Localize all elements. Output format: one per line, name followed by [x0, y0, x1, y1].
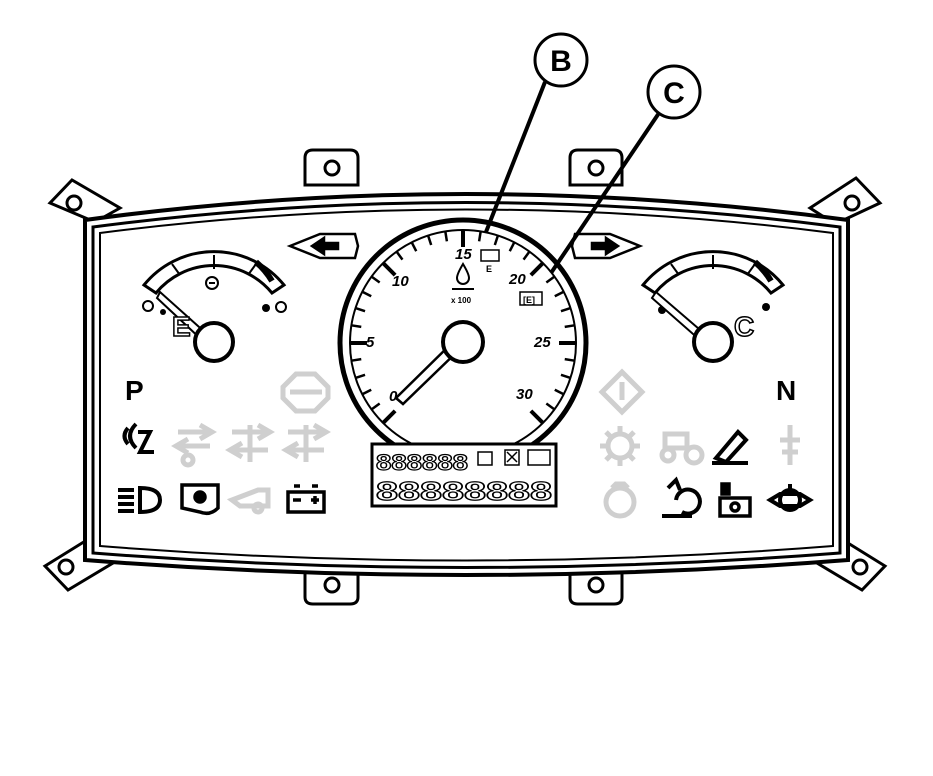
- fuel-gauge: E: [141, 250, 287, 363]
- tach-tick: [493, 235, 500, 246]
- tach-tick: [370, 402, 381, 411]
- stop-warning-icon: [280, 371, 331, 414]
- transmission-icon-3: [281, 422, 331, 462]
- tach-tick: [545, 402, 556, 411]
- tach-tick: [351, 324, 362, 329]
- trailer-icon: [226, 487, 271, 515]
- callout-b: B: [484, 32, 589, 233]
- tach-tick: [355, 373, 366, 380]
- temperature-gauge: C: [640, 250, 786, 363]
- tach-number-5: 5: [366, 334, 375, 351]
- battery-icon: [286, 484, 326, 514]
- tach-hub: [441, 320, 485, 364]
- fuel-gauge-hub: [193, 321, 235, 363]
- tach-units-label: x 100: [451, 296, 472, 305]
- tach-tick-marks: [350, 230, 576, 425]
- four-wheel-drive-icon: [122, 422, 154, 454]
- tach-tick: [564, 324, 575, 329]
- pto-icon: [780, 425, 800, 465]
- tach-tick: [508, 241, 516, 252]
- diamond-warning-icon: [598, 368, 646, 416]
- neutral-indicator: N: [776, 375, 796, 406]
- tach-tick: [361, 290, 372, 298]
- mounting-tab-top-left: [303, 148, 360, 187]
- tach-tick: [395, 250, 404, 261]
- callout-c-label: C: [663, 77, 685, 110]
- headlight-icon: [118, 485, 163, 515]
- wrench-service-icon: [712, 429, 749, 465]
- tach-tick: [560, 306, 571, 313]
- callout-b-label: B: [550, 45, 572, 78]
- callout-c-bubble: [646, 64, 702, 120]
- tach-tick: [444, 231, 449, 242]
- tach-number-15: 15: [455, 246, 472, 263]
- tach-number-20: 20: [508, 271, 526, 288]
- tach-tick: [426, 235, 433, 246]
- fuel-gauge-letter: E: [172, 311, 191, 342]
- callout-b-leader: [484, 81, 547, 233]
- tach-tick: [381, 409, 397, 425]
- tach-tick: [522, 250, 531, 261]
- tachometer: 0 5 10 15 20 25 30 x 100 E [E]: [337, 217, 589, 469]
- park-indicator: P: [125, 375, 144, 406]
- tach-tick: [355, 306, 366, 313]
- transmission-icon-2: [225, 422, 275, 462]
- left-turn-signal-icon: [286, 232, 360, 260]
- circle-warning-icon: [603, 481, 637, 519]
- tach-tick: [410, 241, 418, 252]
- tach-tick: [554, 290, 565, 298]
- lcd-bottom-row: 88888888: [376, 476, 552, 506]
- tach-tick: [477, 231, 482, 242]
- tach-tick: [361, 388, 372, 396]
- tach-tick: [381, 261, 397, 277]
- mounting-tab-top-right: [568, 148, 624, 187]
- tach-tick: [529, 261, 545, 277]
- callout-c-leader: [549, 111, 661, 275]
- tach-tick: [545, 275, 556, 284]
- callout-c: C: [549, 64, 702, 275]
- lcd-top-row: 888888: [376, 450, 468, 475]
- park-brake-icon: [718, 482, 752, 518]
- tach-drop-icon: [455, 262, 471, 285]
- tach-tick: [529, 409, 545, 425]
- tach-upper-box: [480, 249, 500, 262]
- brake-warning-icon: [180, 483, 220, 516]
- tach-number-10: 10: [392, 273, 409, 290]
- temp-gauge-letter: C: [734, 311, 754, 342]
- mounting-ear-top-left: [47, 178, 124, 224]
- callout-b-bubble: [533, 32, 589, 88]
- transmission-icon-1: [171, 422, 217, 468]
- tach-number-25: 25: [533, 334, 551, 351]
- temp-gauge-hub: [692, 321, 734, 363]
- tach-lower-box: [519, 291, 543, 306]
- tach-tick: [564, 357, 575, 362]
- oil-pressure-icon: [766, 484, 814, 512]
- tach-upper-box-label: E: [486, 264, 492, 274]
- right-turn-signal-icon: [570, 232, 644, 260]
- tractor-icon: [659, 431, 705, 466]
- tach-tick: [560, 373, 571, 380]
- tach-number-0: 0: [389, 388, 398, 405]
- lcd-display: 888888 88888888: [370, 442, 558, 508]
- tach-tick: [554, 388, 565, 396]
- fuel-gauge-arc: [141, 250, 287, 296]
- tach-lower-box-label: [E]: [523, 295, 535, 305]
- tach-tick: [370, 275, 381, 284]
- gear-icon: [600, 426, 640, 466]
- temp-gauge-arc: [640, 250, 786, 296]
- tach-number-30: 30: [516, 386, 533, 403]
- glow-plug-icon: [662, 476, 702, 518]
- tach-tick: [351, 357, 362, 362]
